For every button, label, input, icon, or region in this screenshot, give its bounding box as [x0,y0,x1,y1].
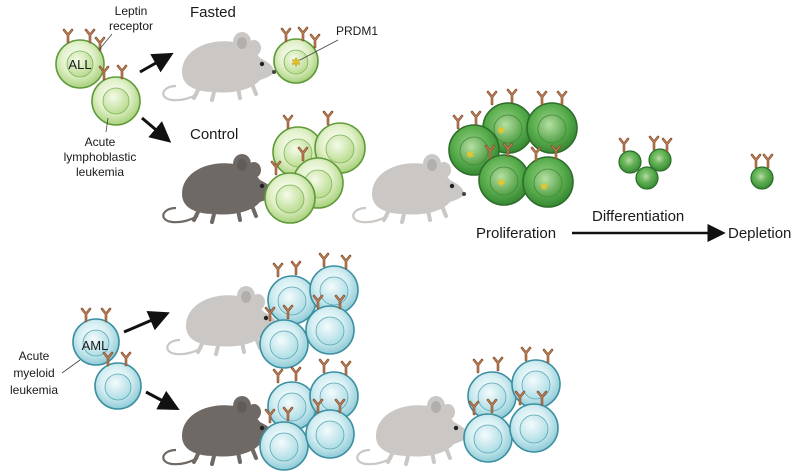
receptor-icon [272,262,284,278]
receptor-icon [492,356,504,372]
mouse-icon [351,152,468,225]
control-label: Control [190,126,238,143]
all-section: ALL Leptin receptor Acute lymphoblastic … [55,4,791,243]
all-full-line2: lymphoblastic [64,150,137,164]
receptor-icon [520,346,532,362]
prdm1-star-icon: ✱ [540,182,548,193]
all-full-line3: leukemia [76,165,124,179]
prdm1-star-icon: ✱ [466,150,474,161]
receptor-icon [272,368,284,384]
leptin-receptor-line1: Leptin [115,4,148,18]
aml-full-line2: myeloid [13,366,54,380]
all-full-line1: Acute [85,135,116,149]
receptor-icon [750,153,762,169]
prdm1-star-icon: ✱ [497,178,505,189]
prdm1-star-icon: ✱ [497,126,505,137]
receptor-icon [318,252,330,268]
receptor-icon [84,28,96,44]
aml-full-line1: Acute [19,349,50,363]
proliferation-label: Proliferation [476,225,556,242]
receptor-icon [280,27,292,43]
receptor-icon [116,64,128,80]
aml-cluster-fasted [259,252,359,369]
receptor-icon [762,153,774,169]
mouse-icon [161,152,278,225]
receptor-icon [542,348,554,364]
receptor-icon [100,307,112,323]
mouse-icon [161,30,278,103]
fasted-label: Fasted [190,4,236,21]
aml-cluster-control [259,358,359,471]
all-full-name: Acute lymphoblastic leukemia [64,117,137,179]
aml-cell-label: AML [82,338,109,353]
aml-full-line3: leukemia [10,383,58,397]
receptor-icon [536,90,548,106]
fasted-all-cell: ✱ [273,26,321,84]
differentiation-label: Differentiation [592,208,684,225]
receptor-icon [290,260,302,276]
receptor-icon [80,307,92,323]
aml-cluster-after [463,346,561,463]
receptor-icon [340,254,352,270]
depletion-label: Depletion [728,225,791,242]
proliferating-cluster: ✱ ✱ ✱ ✱ [448,88,578,208]
receptor-icon [452,114,464,130]
arrow-icon [139,52,174,74]
prdm1-pointer [299,39,339,61]
all-cell-top [55,28,106,89]
all-origin-cells: ALL [55,28,141,126]
prdm1-label: PRDM1 [336,24,378,38]
leptin-receptor-line2: receptor [109,19,153,33]
arrow-icon [145,390,180,410]
receptor-icon [648,135,660,151]
mouse-icon [355,394,472,467]
receptor-icon [472,358,484,374]
receptor-icon [556,90,568,106]
differentiated-cells [618,135,673,190]
control-all-cluster [264,110,366,224]
receptor-icon [318,358,330,374]
arrow-icon [123,310,170,334]
receptor-icon [282,114,294,130]
mouse-icon [161,394,278,467]
receptor-icon [486,90,498,106]
depleted-cell [750,153,774,190]
leptin-receptor-pointer [98,33,113,51]
receptor-icon [290,366,302,382]
all-cell-label: ALL [68,57,91,72]
receptor-icon [322,110,334,126]
arrow-icon [141,116,172,143]
aml-full-name: Acute myeloid leukemia [10,349,81,397]
receptor-icon [618,137,630,153]
aml-section: AML Acute myeloid leukemia [10,252,561,471]
prdm1-star-icon: ✱ [291,57,300,69]
receptor-icon [297,26,309,42]
receptor-icon [340,360,352,376]
all-cell-bottom [91,64,141,126]
receptor-icon [470,110,482,126]
receptor-icon [62,28,74,44]
receptor-icon [506,88,518,104]
leptin-receptor-label: Leptin receptor [98,4,153,51]
aml-origin-cells: AML [72,307,142,410]
